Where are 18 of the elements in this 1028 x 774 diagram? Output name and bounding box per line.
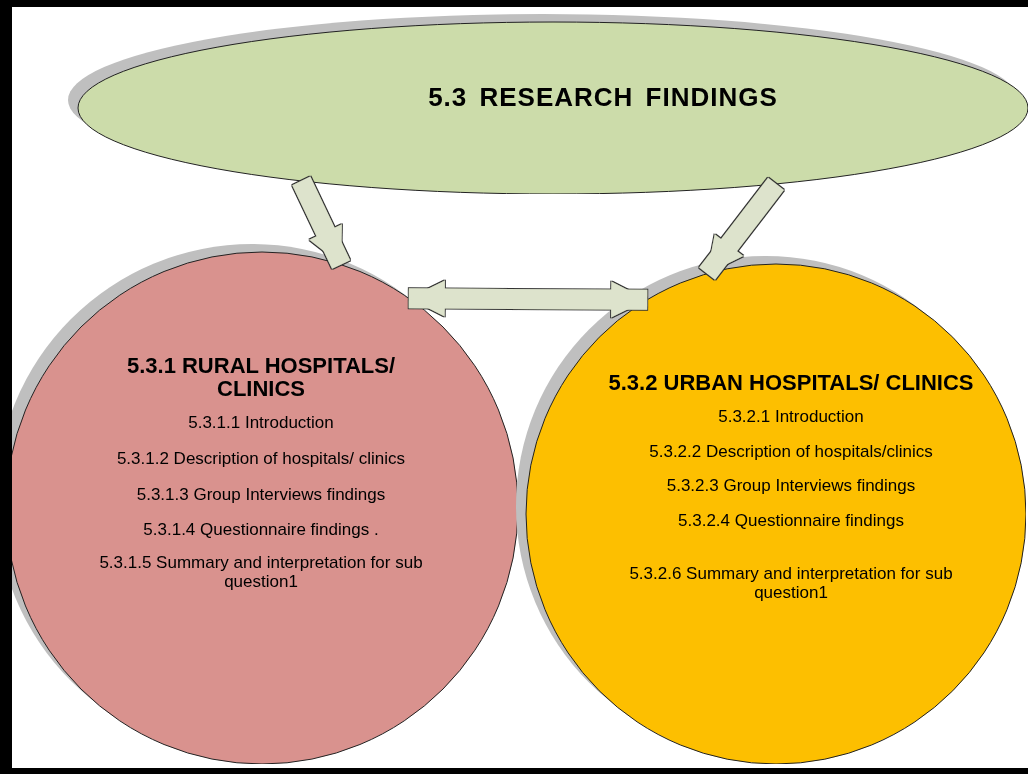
subsection-item: 5.3.1.4 Questionnaire findings . (143, 521, 379, 540)
subsection-item: 5.3.1.1 Introduction (188, 414, 334, 433)
main-heading: 5.3 RESEARCH FINDINGS (428, 84, 778, 112)
block-arrow (408, 280, 648, 318)
topic-ellipse (68, 14, 1028, 194)
subsection-item: 5.3.2.2 Description of hospitals/clinics (649, 442, 933, 462)
subtopic-circle (516, 256, 1026, 764)
subsection-item: 5.3.2.3 Group Interviews findings (666, 477, 916, 497)
block-arrow (699, 177, 784, 280)
subsection-item: 5.3.1.2 Description of hospitals/ clinics (116, 449, 406, 469)
subsection-item: 5.3.2.4 Questionnaire findings (678, 512, 904, 531)
block-arrow (292, 176, 351, 269)
section-heading: 5.3.1 RURAL HOSPITALS/ CLINICS (125, 354, 397, 401)
subsection-item: 5.3.1.5 Summary and interpretation for sub question1 (98, 553, 424, 592)
subsection-item: 5.3.2.1 Introduction (718, 408, 864, 427)
subsection-item: 5.3.1.3 Group Interviews findings (136, 485, 386, 505)
section-heading: 5.3.2 URBAN HOSPITALS/ CLINICS (608, 371, 974, 395)
subsection-item: 5.3.2.6 Summary and interpretation for sub question1 (628, 564, 954, 603)
